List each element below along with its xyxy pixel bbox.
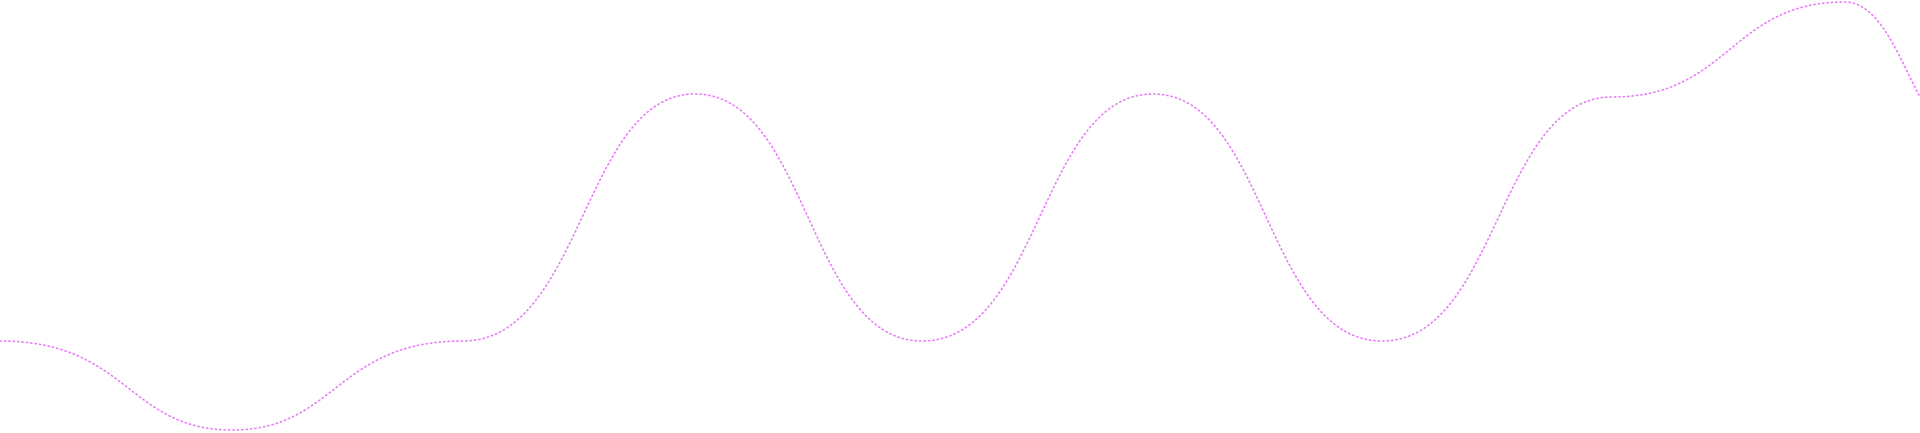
background-canvas xyxy=(0,1,1920,431)
dotted-wave-line xyxy=(0,1,1920,431)
decorative-wave-graphic xyxy=(0,1,1920,431)
